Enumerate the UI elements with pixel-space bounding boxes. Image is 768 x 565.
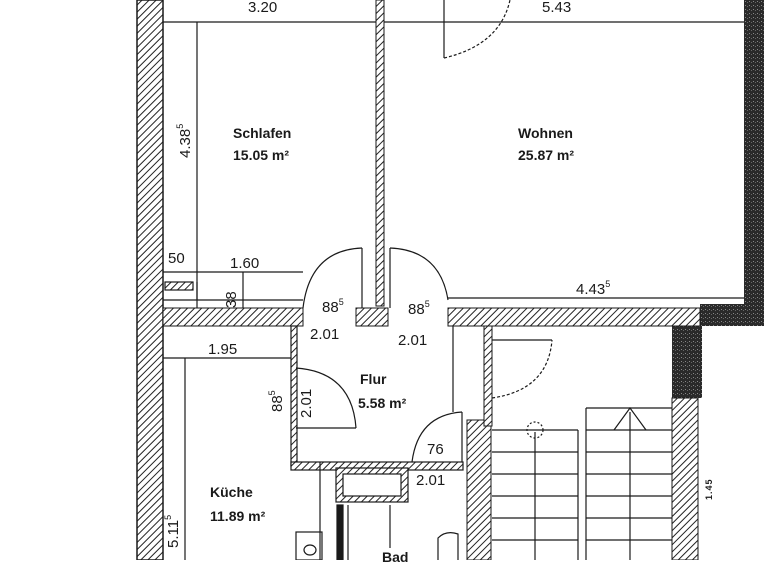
staircase	[492, 406, 672, 560]
dim-superscript: 5	[175, 123, 185, 129]
dim-door-schlafen-width: 885	[322, 297, 344, 316]
dim-superscript: 5	[163, 514, 173, 520]
dim-value: 88	[408, 301, 425, 318]
dim-kueche-width: 1.95	[208, 341, 238, 358]
room-area-kueche: 11.89 m²	[210, 508, 266, 524]
dim-value: 5.11	[165, 519, 182, 548]
room-name-kueche: Küche	[210, 484, 253, 500]
room-area-wohnen: 25.87 m²	[518, 147, 575, 163]
dim-value: 4.43	[576, 281, 606, 298]
dim-stairwell: 1.45	[704, 478, 714, 500]
middle-wall	[162, 307, 701, 327]
dim-superscript: 5	[267, 390, 277, 396]
dim-niche-38: 38	[223, 291, 240, 308]
dim-wohnen-wall: 4.435	[576, 279, 611, 298]
door-kueche[interactable]	[295, 367, 357, 429]
room-area-flur: 5.58 m²	[358, 395, 407, 411]
stairwell-walls	[466, 325, 699, 560]
dim-superscript: 5	[424, 299, 430, 309]
dim-value: 88	[322, 299, 339, 316]
dim-niche-160: 1.60	[230, 255, 260, 272]
dim-door-schlafen-height: 2.01	[310, 326, 340, 343]
dim-door-kueche-height: 2.01	[298, 388, 315, 418]
bad-fixtures	[295, 462, 459, 560]
room-name-flur: Flur	[360, 371, 387, 387]
door-stairwell[interactable]	[491, 339, 553, 399]
dim-niche-50: 50	[168, 250, 185, 267]
room-name-wohnen: Wohnen	[518, 125, 573, 141]
dim-door-kueche-width: 885	[267, 390, 286, 412]
room-name-bad: Bad	[382, 549, 409, 565]
dim-door-bad-height: 2.01	[416, 472, 446, 489]
dim-wohnen-width: 5.43	[542, 0, 572, 16]
door-bad[interactable]	[411, 411, 463, 463]
dim-superscript: 5	[605, 279, 611, 289]
door-wohnen-top	[443, 0, 511, 59]
room-area-schlafen: 15.05 m²	[233, 147, 290, 163]
dim-value: 88	[269, 395, 286, 412]
door-wohnen[interactable]	[389, 247, 449, 308]
room-name-schlafen: Schlafen	[233, 125, 292, 141]
dim-door-wohnen-width: 885	[408, 299, 430, 318]
dim-kueche-height: 5.115	[163, 514, 182, 548]
partition-schlafen-wohnen	[375, 0, 385, 307]
niche	[163, 271, 303, 308]
outer-wall-left	[136, 0, 164, 560]
dim-schlafen-width: 3.20	[248, 0, 278, 16]
dim-door-wohnen-height: 2.01	[398, 332, 428, 349]
dim-door-bad-width: 76	[427, 441, 444, 458]
dim-schlafen-height: 4.385	[175, 123, 194, 158]
outer-wall-right	[672, 0, 764, 398]
dim-superscript: 5	[338, 297, 344, 307]
dim-value: 4.38	[177, 128, 194, 158]
door-schlafen[interactable]	[302, 247, 363, 309]
